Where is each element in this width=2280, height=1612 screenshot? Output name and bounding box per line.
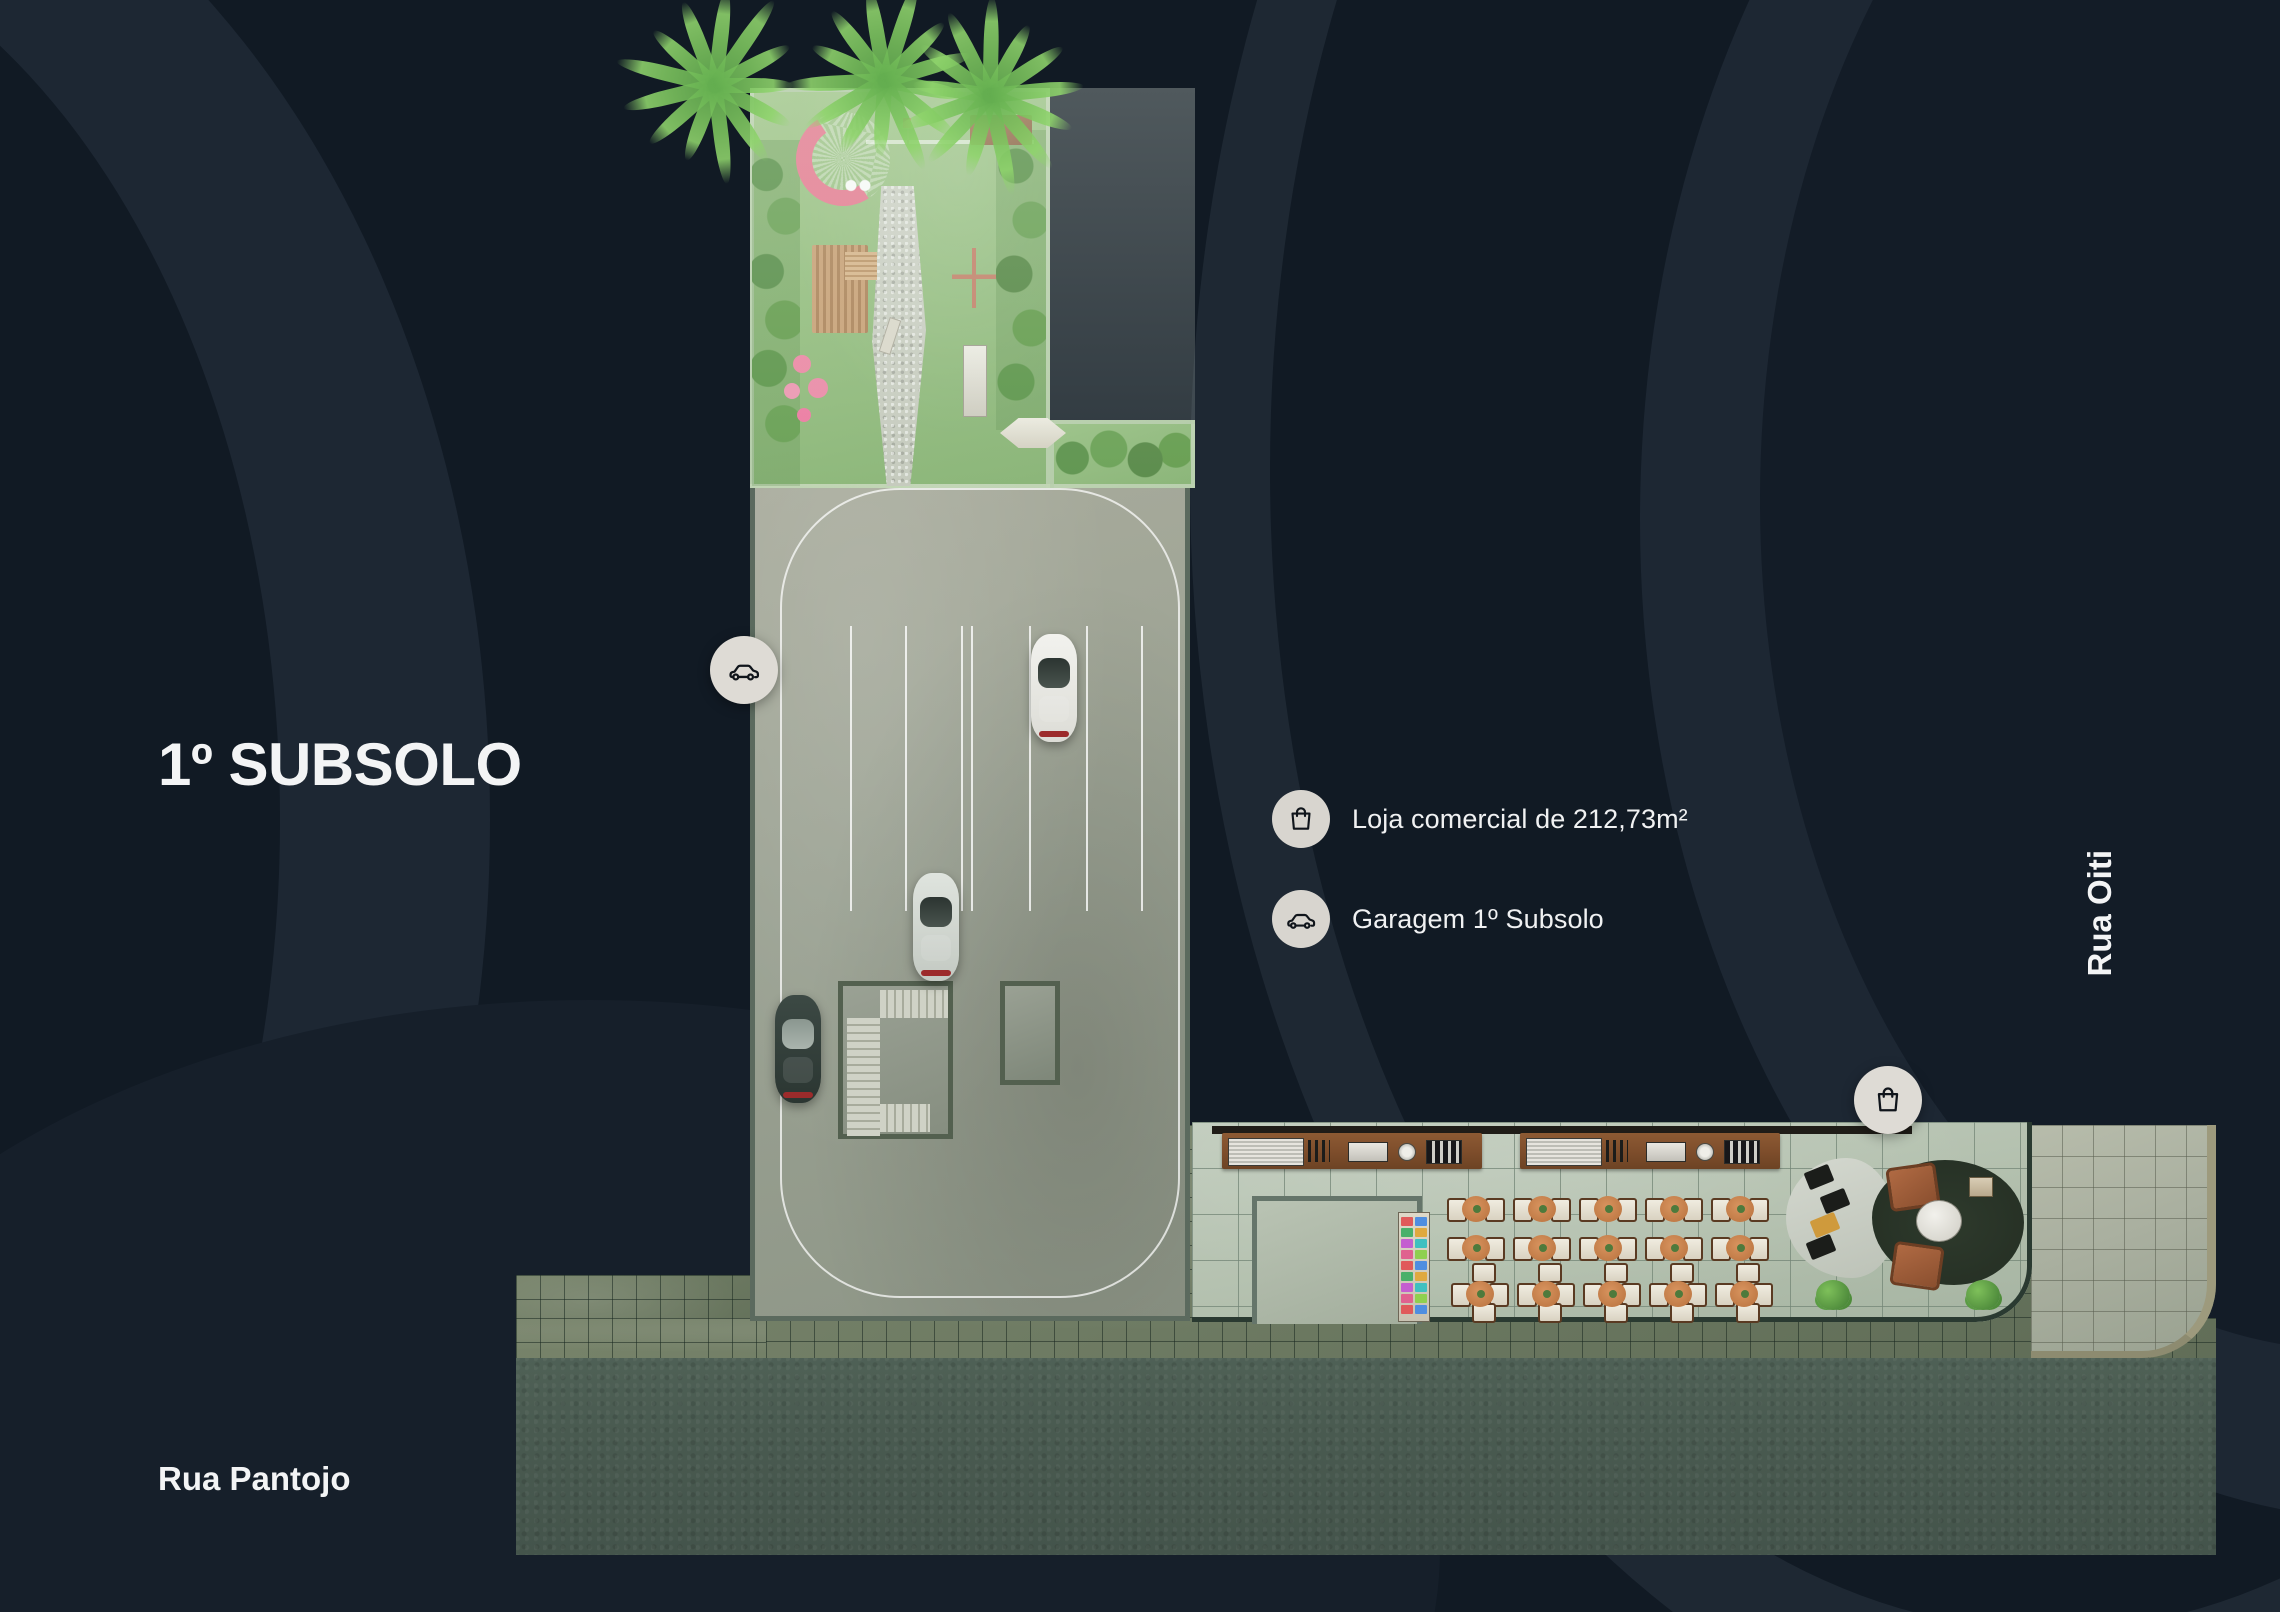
flower [808, 378, 828, 398]
shrub-border [752, 140, 800, 486]
garden-bench [963, 345, 987, 417]
legend-label-garage: Garagem 1º Subsolo [1352, 903, 1604, 934]
shelf-item [1401, 1261, 1413, 1270]
shelf-item [1415, 1217, 1427, 1226]
shopping-bag-icon [1272, 790, 1330, 848]
shelf-item [1415, 1250, 1427, 1259]
armchair [1889, 1240, 1945, 1292]
shelf-item [1401, 1283, 1413, 1292]
parking-line [1086, 626, 1088, 911]
store-wall-rail [1212, 1126, 1912, 1134]
palm-tree [615, 0, 810, 185]
shelf-item [1415, 1294, 1427, 1303]
palm-tree [785, 0, 980, 172]
parking-line [971, 626, 973, 911]
legend-label-store: Loja comercial de 212,73m² [1352, 803, 1688, 834]
dining-table [1579, 1193, 1637, 1223]
dining-table [1715, 1263, 1773, 1323]
parking-line [850, 626, 852, 911]
parking-line [1141, 626, 1143, 911]
shelf-item [1401, 1294, 1413, 1303]
dining-table [1513, 1232, 1571, 1262]
garage-marker[interactable] [710, 636, 778, 704]
playground-deck [845, 252, 877, 280]
shelf-item [1415, 1228, 1427, 1237]
shelf-item [1401, 1272, 1413, 1281]
legend-item-store[interactable]: Loja comercial de 212,73m² [1272, 790, 1688, 848]
street-label-bottom: Rua Pantojo [158, 1460, 351, 1497]
shelf-item [1401, 1228, 1413, 1237]
dining-table [1517, 1263, 1575, 1323]
display-shelf [1398, 1212, 1430, 1322]
shelf-item [1401, 1250, 1413, 1259]
seesaw [952, 248, 996, 308]
garage-guide-curve [780, 488, 1180, 1298]
shelf-item [1415, 1305, 1427, 1314]
page-title: 1º SUBSOLO [158, 731, 522, 798]
dining-table [1711, 1193, 1769, 1223]
parking-line [961, 626, 963, 911]
parked-car [775, 995, 821, 1103]
flower [793, 355, 811, 373]
legend: Loja comercial de 212,73m² Garagem 1º Su… [1272, 790, 1688, 948]
dining-table [1583, 1263, 1641, 1323]
flower [797, 408, 811, 422]
kitchen-counter [1222, 1133, 1482, 1169]
palm-tree [895, 0, 1085, 197]
elevator-shaft [1000, 981, 1060, 1085]
garden-spheres [844, 179, 872, 192]
store-marker[interactable] [1854, 1066, 1922, 1134]
coffee-table [1916, 1200, 1962, 1242]
dining-table [1451, 1263, 1509, 1323]
parking-line [905, 626, 907, 911]
parked-car [1031, 634, 1077, 742]
car-icon [729, 664, 760, 681]
planter-bush [1966, 1280, 2000, 1310]
street-label-right: Rua Oiti [2081, 850, 2118, 977]
shelf-item [1401, 1239, 1413, 1248]
shelf-item [1415, 1283, 1427, 1292]
flower [784, 383, 800, 399]
dining-table [1645, 1193, 1703, 1223]
kitchen-counter [1520, 1133, 1780, 1169]
parked-car [913, 873, 959, 981]
legend-item-garage[interactable]: Garagem 1º Subsolo [1272, 890, 1688, 948]
car-icon [1272, 890, 1330, 948]
dining-table [1649, 1263, 1707, 1323]
shelf-item [1415, 1239, 1427, 1248]
dining-table [1711, 1232, 1769, 1262]
planter-bush [1816, 1280, 1850, 1310]
dining-table [1579, 1232, 1637, 1262]
dining-table [1513, 1193, 1571, 1223]
shopping-bag-icon [1877, 1087, 1899, 1112]
shelf-item [1401, 1217, 1413, 1226]
stair-core [838, 981, 953, 1139]
shelf-item [1415, 1261, 1427, 1270]
sidewalk-kerb [2031, 1125, 2216, 1358]
store-service-bay [1252, 1196, 1422, 1324]
parking-line [1029, 626, 1031, 911]
street-asphalt [516, 1355, 2216, 1555]
shelf-item [1401, 1305, 1413, 1314]
side-table [1969, 1177, 1993, 1197]
dining-table [1447, 1193, 1505, 1223]
dining-table [1447, 1232, 1505, 1262]
shrub-border [1050, 425, 1190, 485]
shelf-item [1415, 1272, 1427, 1281]
dining-table [1645, 1232, 1703, 1262]
